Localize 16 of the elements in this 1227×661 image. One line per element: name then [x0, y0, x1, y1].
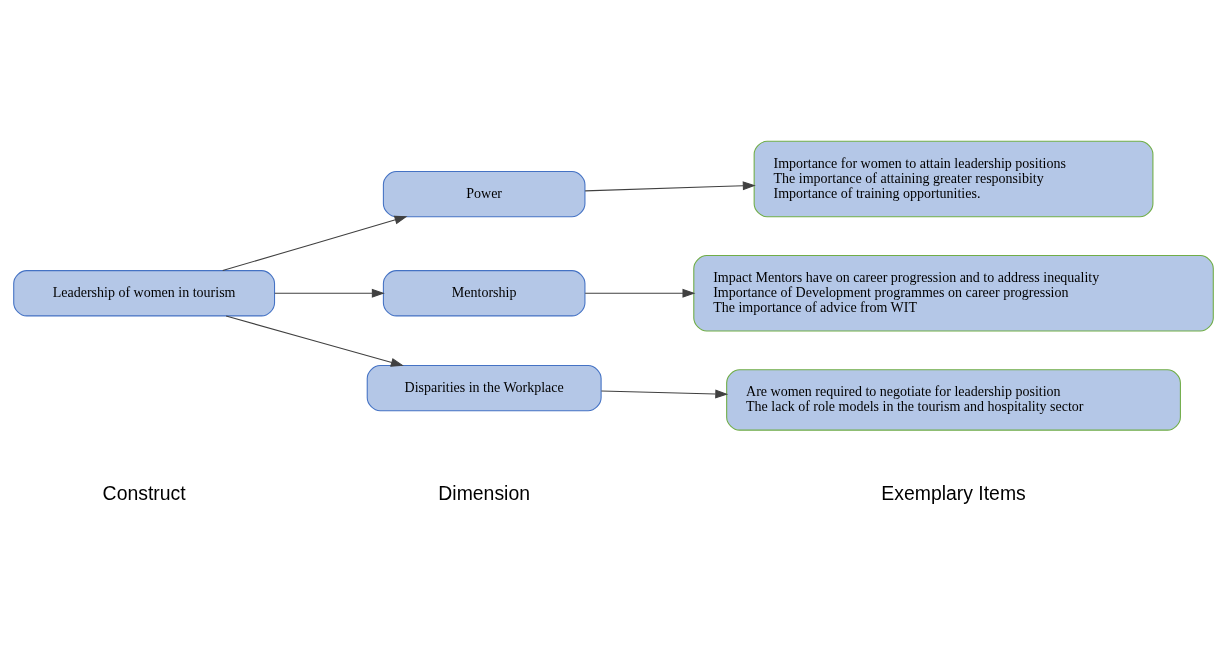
arrow	[584, 180, 756, 191]
arrow	[222, 215, 408, 271]
node-box: Importance for women to attain leadership positions The importance of attaining greater responsibity Importance of training opportunities.	[753, 140, 1154, 217]
node-box: Impact Mentors have on career progression and to address inequality Importance of Development programmes on career progression The importance of advice from WIT	[693, 254, 1214, 332]
node-box: Disparities in the Workplace	[366, 364, 602, 411]
label: Construct	[102, 481, 186, 504]
label: Exemplary Items	[881, 481, 1026, 504]
arrow	[600, 388, 729, 398]
arrow	[225, 314, 404, 367]
node-box: Are women required to negotiate for leadership position The lack of role models in the tourism and hospitality sector	[726, 368, 1181, 431]
node-box: Power	[382, 170, 586, 217]
node-box: Mentorship	[382, 269, 586, 316]
arrow	[584, 288, 696, 298]
arrow	[274, 288, 385, 298]
label: Dimension	[438, 481, 530, 504]
node-box: Leadership of women in tourism	[13, 269, 276, 316]
